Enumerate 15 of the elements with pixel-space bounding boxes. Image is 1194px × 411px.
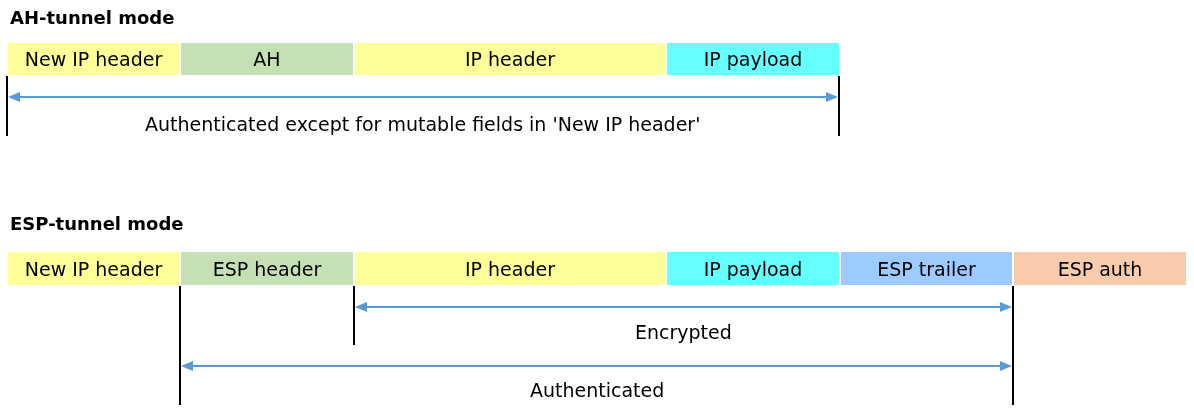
packet-field: New IP header (8, 43, 179, 75)
dimension-label: Encrypted (635, 320, 732, 344)
packet-field: IP header (355, 43, 665, 75)
section-heading: AH-tunnel mode (10, 6, 175, 30)
section-heading: ESP-tunnel mode (10, 212, 184, 236)
dimension-label: Authenticated (530, 378, 665, 402)
packet-field: New IP header (8, 252, 179, 285)
dimension-label: Authenticated except for mutable fields in 'New IP header' (145, 112, 701, 136)
packet-field: ESP trailer (841, 252, 1012, 285)
packet-field: IP header (355, 252, 665, 285)
packet-field: ESP header (181, 252, 353, 285)
packet-field: IP payload (667, 252, 839, 285)
packet-field: IP payload (667, 43, 839, 75)
packet-field: ESP auth (1014, 252, 1186, 285)
packet-field: AH (181, 43, 353, 75)
